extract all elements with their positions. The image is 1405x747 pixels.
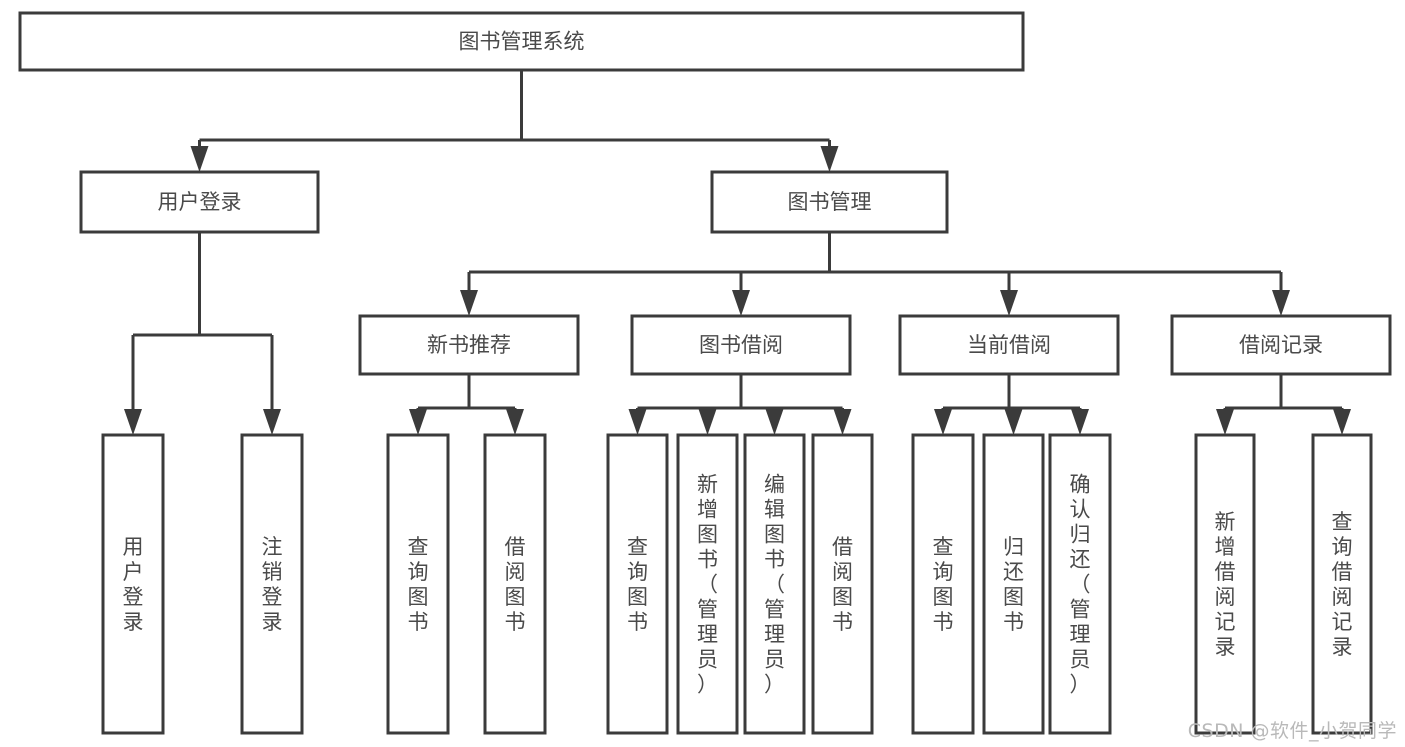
node-rect <box>898 314 1120 376</box>
node-root-system[interactable]: 图书管理系统 <box>18 11 1025 72</box>
node-rect <box>911 433 975 735</box>
node-label: 当前借阅 <box>967 333 1051 357</box>
arrowhead-icon <box>1216 409 1234 435</box>
node-rect <box>358 314 580 376</box>
node-level2-1[interactable]: 图书借阅 <box>630 314 852 376</box>
node-level2-2[interactable]: 当前借阅 <box>898 314 1120 376</box>
node-leaf-1[interactable]: 注销登录 <box>240 433 304 735</box>
arrowhead-icon <box>263 409 281 435</box>
node-leaf-0[interactable]: 用户登录 <box>101 433 165 735</box>
node-leaf-12[interactable]: 查询借阅记录 <box>1311 433 1373 735</box>
node-label: 查询图书 <box>627 535 648 634</box>
node-leaf-5[interactable]: 新增图书（管理员） <box>676 433 739 735</box>
node-label: 借阅图书 <box>505 535 526 634</box>
node-leaf-11[interactable]: 新增借阅记录 <box>1194 433 1256 735</box>
node-label: 查询借阅记录 <box>1332 510 1353 659</box>
node-label: 确认归还（管理员） <box>1070 473 1091 697</box>
arrowhead-icon <box>1004 409 1023 435</box>
node-rect <box>811 433 874 735</box>
node-rect <box>1311 433 1373 735</box>
node-rect <box>240 433 304 735</box>
arrowhead-icon <box>460 290 478 316</box>
node-label: 查询图书 <box>408 535 429 634</box>
node-rect <box>606 433 669 735</box>
node-rect <box>483 433 547 735</box>
arrowhead-icon <box>732 290 750 316</box>
arrowhead-icon <box>1071 409 1089 435</box>
node-label: 查询图书 <box>933 535 954 634</box>
node-label: 归还图书 <box>1003 535 1024 634</box>
node-leaf-9[interactable]: 归还图书 <box>982 433 1045 735</box>
node-label: 注销登录 <box>262 535 283 634</box>
arrowhead-icon <box>1000 290 1018 316</box>
node-leaf-10[interactable]: 确认归还（管理员） <box>1048 433 1112 735</box>
arrowhead-icon <box>1272 290 1290 316</box>
csdn-watermark: CSDN @软件_小贺同学 <box>1187 720 1397 742</box>
node-leaf-4[interactable]: 查询图书 <box>606 433 669 735</box>
node-label: 借阅记录 <box>1239 333 1323 357</box>
node-level2-3[interactable]: 借阅记录 <box>1170 314 1392 376</box>
node-level2-0[interactable]: 新书推荐 <box>358 314 580 376</box>
node-rect <box>710 170 949 234</box>
node-leaf-7[interactable]: 借阅图书 <box>811 433 874 735</box>
node-label: 图书管理 <box>788 190 872 214</box>
node-rect <box>79 170 320 234</box>
node-label: 借阅图书 <box>832 535 853 634</box>
node-level1-0[interactable]: 用户登录 <box>79 170 320 234</box>
arrowhead-icon <box>1333 409 1351 435</box>
arrowhead-icon <box>409 409 427 435</box>
node-label: 新书推荐 <box>427 333 511 357</box>
node-leaf-3[interactable]: 借阅图书 <box>483 433 547 735</box>
node-rect <box>676 433 739 735</box>
arrowhead-icon <box>506 409 524 435</box>
node-rect <box>101 433 165 735</box>
node-leaf-6[interactable]: 编辑图书（管理员） <box>743 433 806 735</box>
node-rect <box>630 314 852 376</box>
node-leaf-8[interactable]: 查询图书 <box>911 433 975 735</box>
node-rect <box>386 433 450 735</box>
arrowhead-icon <box>934 409 952 435</box>
node-rect <box>1194 433 1256 735</box>
node-label: 用户登录 <box>123 535 144 634</box>
node-rect <box>18 11 1025 72</box>
arrowhead-icon <box>628 409 647 435</box>
arrowhead-icon <box>833 409 852 435</box>
arrowhead-icon <box>190 146 209 172</box>
node-level1-1[interactable]: 图书管理 <box>710 170 949 234</box>
node-label: 用户登录 <box>158 190 242 214</box>
node-label: 图书管理系统 <box>459 30 585 54</box>
arrowhead-icon <box>820 146 839 172</box>
node-label: 新增借阅记录 <box>1215 510 1236 659</box>
node-rect <box>1048 433 1112 735</box>
arrowhead-icon <box>698 409 717 435</box>
node-label: 图书借阅 <box>699 333 783 357</box>
arrowhead-icon <box>765 409 784 435</box>
node-rect <box>982 433 1045 735</box>
node-leaf-2[interactable]: 查询图书 <box>386 433 450 735</box>
node-rect <box>1170 314 1392 376</box>
node-label: 新增图书（管理员） <box>697 473 718 697</box>
arrowhead-icon <box>124 409 142 435</box>
node-rect <box>743 433 806 735</box>
node-label: 编辑图书（管理员） <box>764 473 785 697</box>
